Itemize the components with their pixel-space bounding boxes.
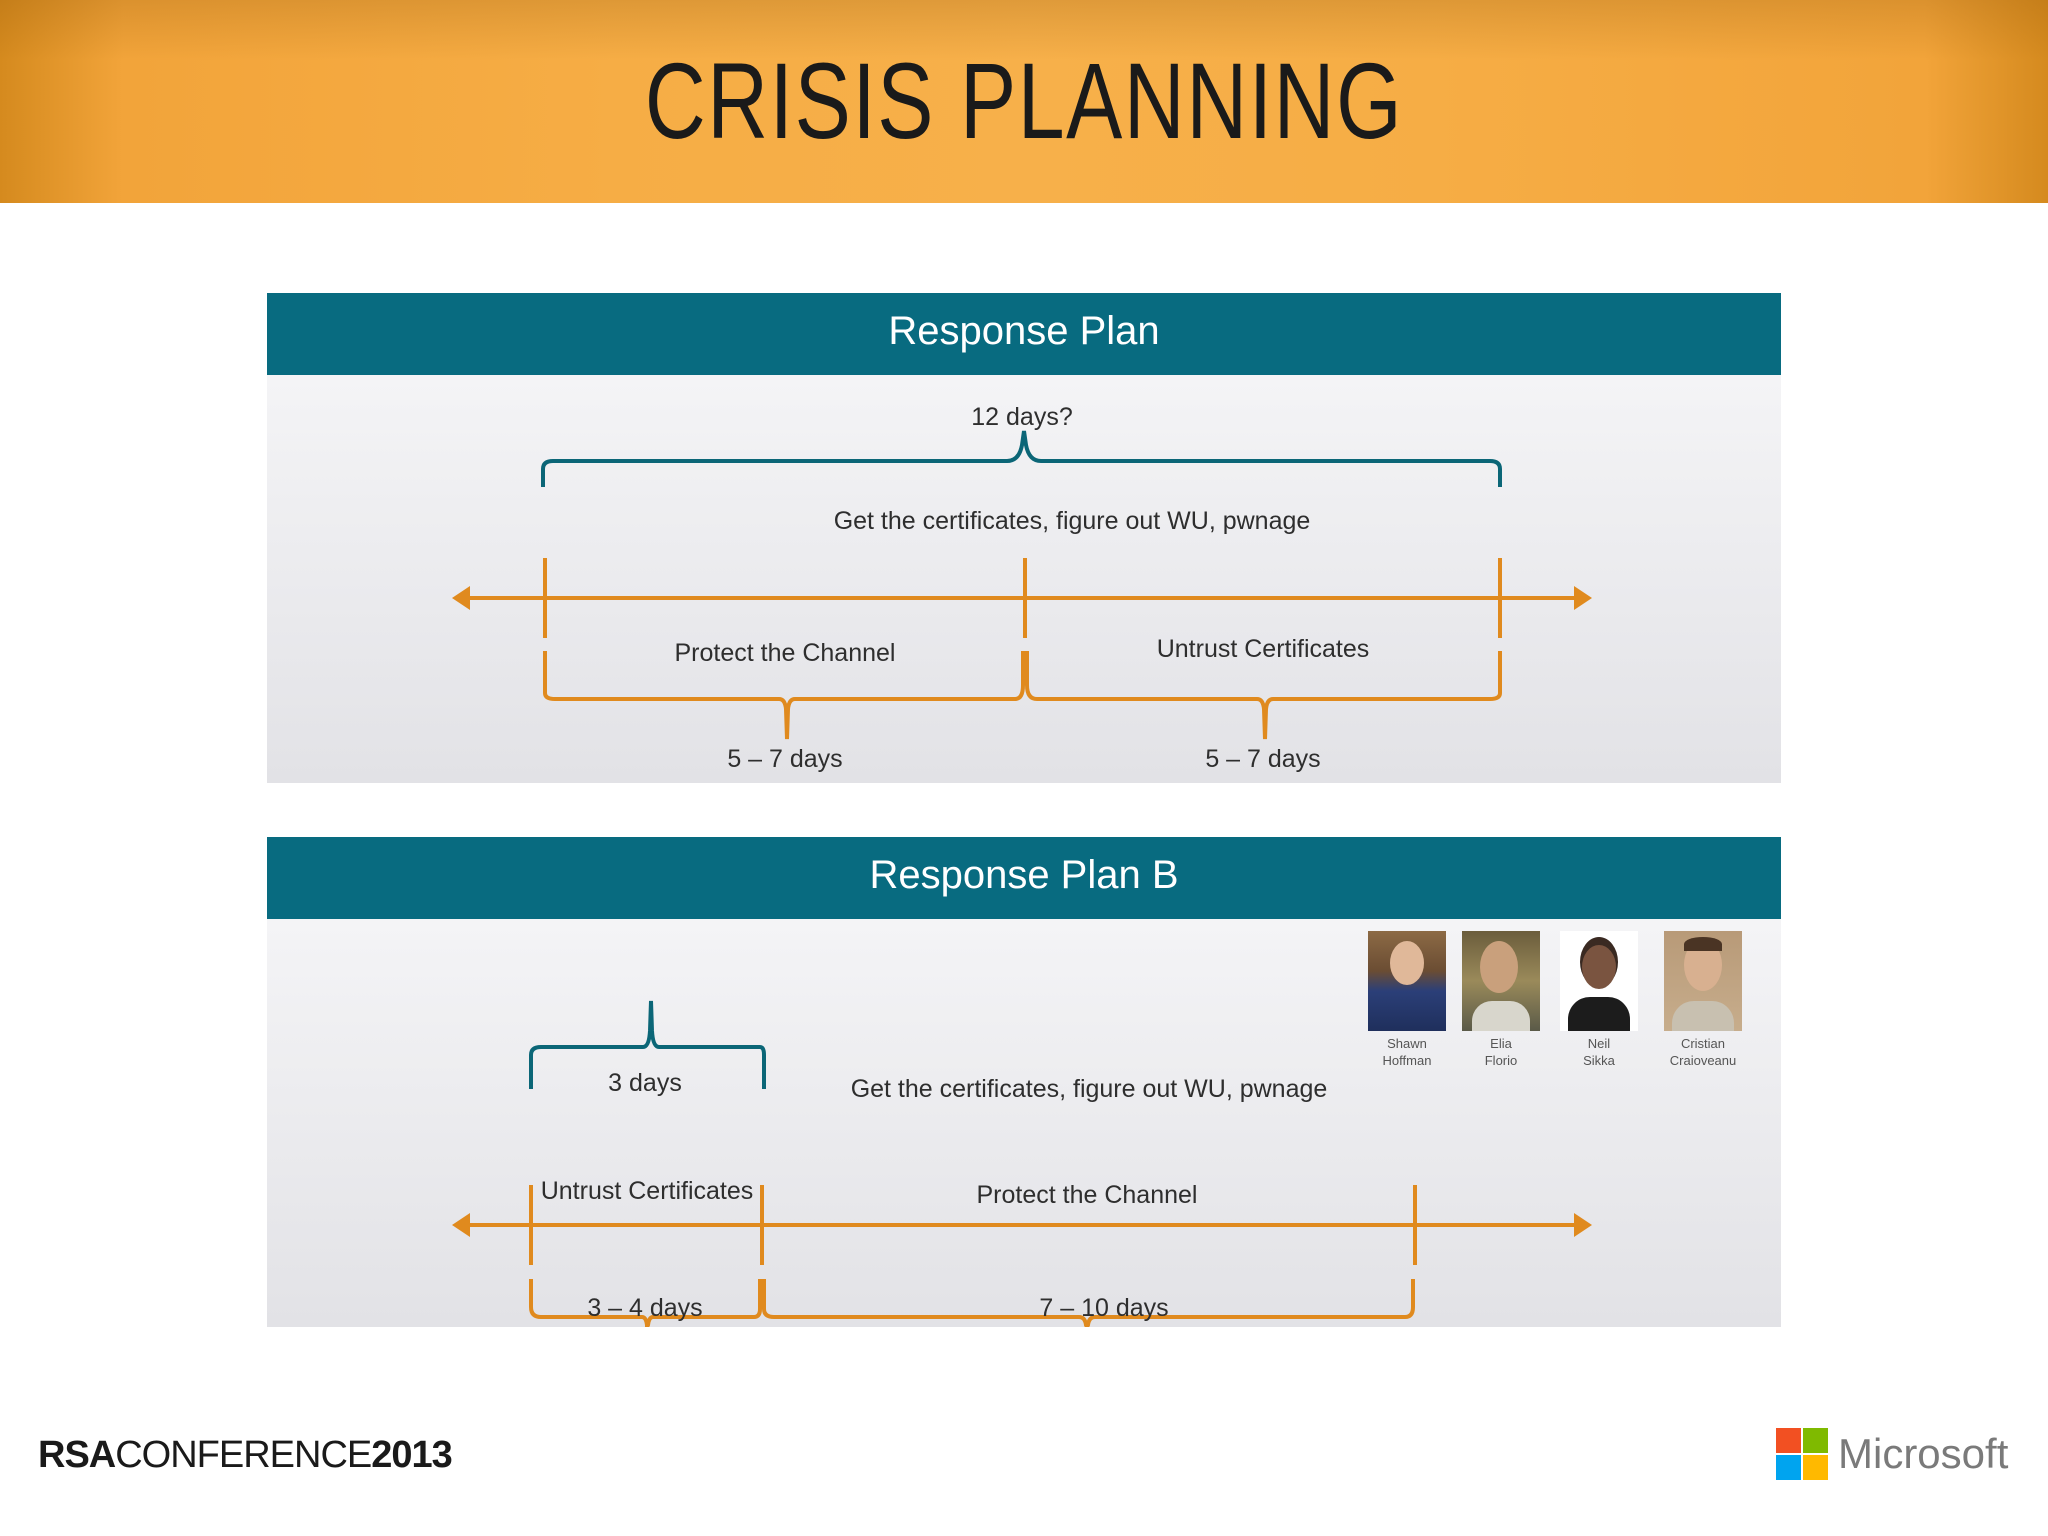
person-photo [1664,931,1742,1031]
brace-icon [762,1279,1415,1327]
arrow-right-icon [1574,586,1592,610]
brace-icon [1025,651,1502,740]
person-last-name: Hoffman [1382,1053,1432,1068]
page-title: CRISIS PLANNING [644,40,1404,161]
brace-icon [529,1279,762,1327]
total-duration-label: 12 days? [971,403,1073,431]
brace-icon [543,651,1025,740]
segment-label: Untrust Certificates [540,1177,754,1205]
person-first-name: Neil [1587,1036,1611,1051]
person-first-name: Shawn [1387,1036,1427,1051]
panel-body: 3 days Get the certificates, figure out … [267,919,1781,1327]
person-card: Elia Florio [1461,931,1541,1069]
segment-label: Protect the Channel [976,1181,1198,1209]
rsa-conference-logo: RSACONFERENCE2013 [38,1434,453,1476]
person-card: Neil Sikka [1559,931,1639,1069]
segment-duration: 5 – 7 days [1205,745,1321,773]
person-card: Cristian Craioveanu [1663,931,1743,1069]
person-card: Shawn Hoffman [1367,931,1447,1069]
title-banner [0,0,2048,203]
panel-header: Response Plan B [267,837,1781,919]
segment-label: Untrust Certificates [1156,635,1370,663]
person-photo [1462,931,1540,1031]
response-plan-b-panel: Response Plan B 3 days Get the certifica… [267,837,1781,1327]
sponsor-name: Microsoft [1838,1430,2009,1477]
panel-header: Response Plan [267,293,1781,375]
microsoft-logo-icon: Microsoft [1776,1428,2016,1484]
panel-body: 12 days? Get the certificates, figure ou… [267,375,1781,783]
person-first-name: Elia [1490,1036,1512,1051]
person-last-name: Florio [1484,1053,1518,1068]
segment-label: Protect the Channel [674,639,896,667]
person-first-name: Cristian [1680,1036,1726,1051]
timeline-diagram [452,430,1592,740]
person-last-name: Craioveanu [1669,1053,1737,1068]
person-last-name: Sikka [1583,1053,1615,1068]
segment-duration: 3 – 4 days [587,1294,703,1322]
segment-duration: 5 – 7 days [727,745,843,773]
segment-duration: 7 – 10 days [1039,1294,1169,1322]
brace-icon [541,430,1502,487]
brace-icon [529,1000,766,1089]
arrow-left-icon [452,1213,470,1237]
top-brace-label: Get the certificates, figure out WU, pwn… [833,507,1311,535]
person-photo [1560,931,1638,1031]
response-plan-panel: Response Plan 12 days? Get the certifica… [267,293,1781,783]
arrow-right-icon [1574,1213,1592,1237]
timeline-diagram [452,1000,1592,1327]
top-label: Get the certificates, figure out WU, pwn… [850,1075,1328,1103]
arrow-left-icon [452,586,470,610]
top-duration-label: 3 days [608,1069,682,1097]
person-photo [1368,931,1446,1031]
